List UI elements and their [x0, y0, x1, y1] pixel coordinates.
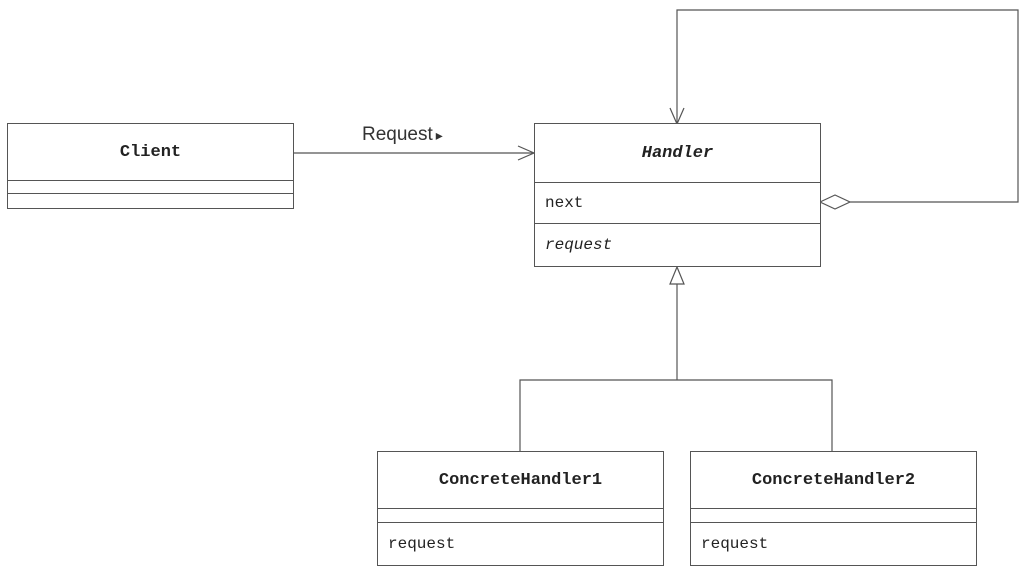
class-client-attributes: [8, 181, 293, 194]
class-concrete-handler-1-attributes: [378, 509, 663, 523]
class-handler: Handler next request: [534, 123, 821, 267]
class-client-operations: [8, 194, 293, 208]
class-concrete-handler-2-operation: request: [701, 535, 769, 553]
class-handler-operation: request: [545, 236, 613, 254]
self-association-loop: [676, 9, 1019, 203]
class-client-name: Client: [8, 124, 293, 181]
direction-marker: ▸: [435, 127, 443, 143]
class-concrete-handler-2: ConcreteHandler2 request: [690, 451, 977, 566]
class-concrete-handler-1: ConcreteHandler1 request: [377, 451, 664, 566]
generalization-branches: [519, 379, 833, 451]
aggregation-diamond: [818, 194, 852, 210]
class-concrete-handler-2-name: ConcreteHandler2: [691, 452, 976, 509]
class-concrete-handler-1-operation: request: [388, 535, 456, 553]
class-handler-attribute: next: [535, 183, 820, 224]
class-handler-name: Handler: [535, 124, 820, 183]
association-label-text: Request: [362, 124, 433, 145]
class-concrete-handler-1-name: ConcreteHandler1: [378, 452, 663, 509]
class-concrete-handler-2-attributes: [691, 509, 976, 523]
generalization-triangle: [669, 265, 685, 285]
association-label: Request▸: [362, 124, 443, 146]
class-client: Client: [7, 123, 294, 209]
